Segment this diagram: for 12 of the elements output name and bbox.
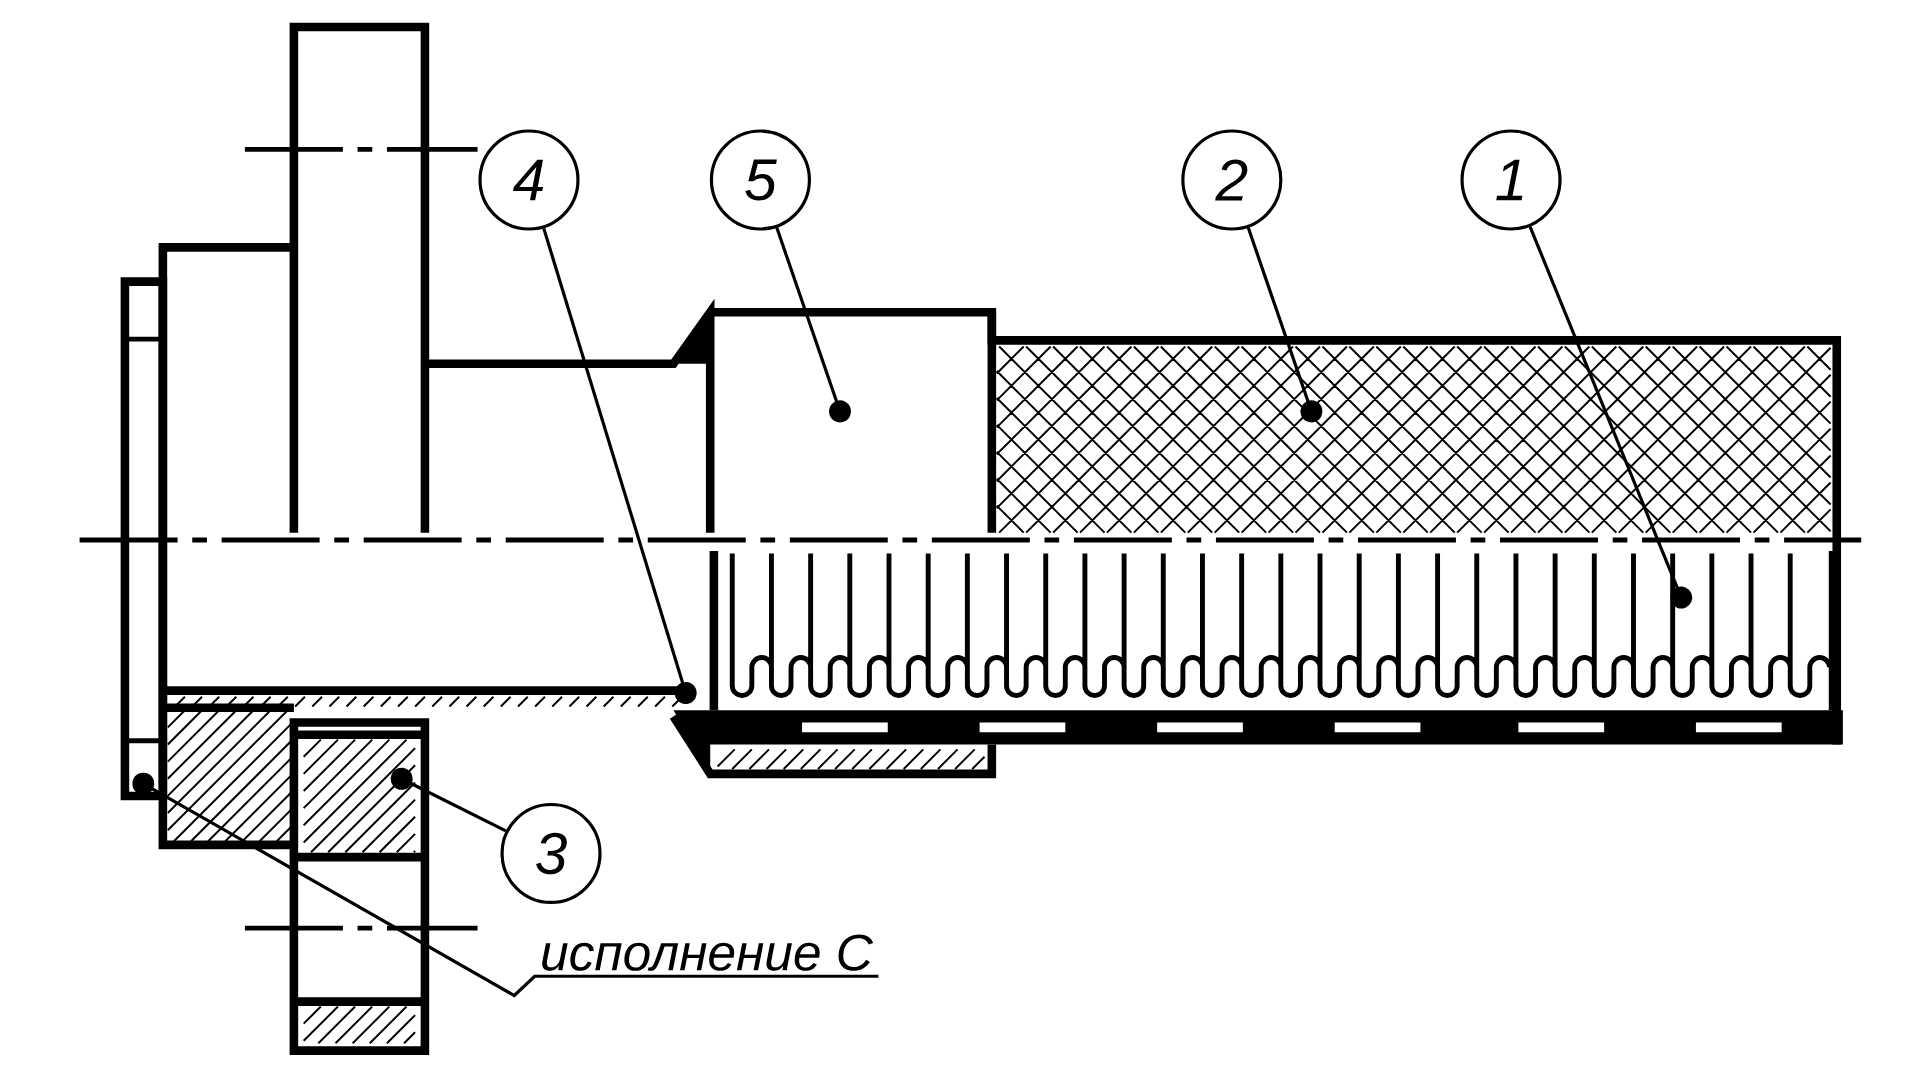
leader-line bbox=[1246, 227, 1323, 423]
leader-line bbox=[132, 772, 879, 998]
callout-number: 4 bbox=[478, 129, 580, 231]
callout-number: 3 bbox=[500, 802, 602, 905]
note-text: исполнение С bbox=[542, 934, 874, 971]
callout-number: 5 bbox=[709, 129, 811, 231]
callout-number: 2 bbox=[1181, 129, 1283, 231]
leader-line bbox=[775, 227, 851, 423]
leader-line bbox=[1528, 226, 1693, 609]
callout-number: 1 bbox=[1460, 129, 1562, 231]
leader-line bbox=[542, 227, 697, 705]
leader-line bbox=[390, 767, 507, 833]
